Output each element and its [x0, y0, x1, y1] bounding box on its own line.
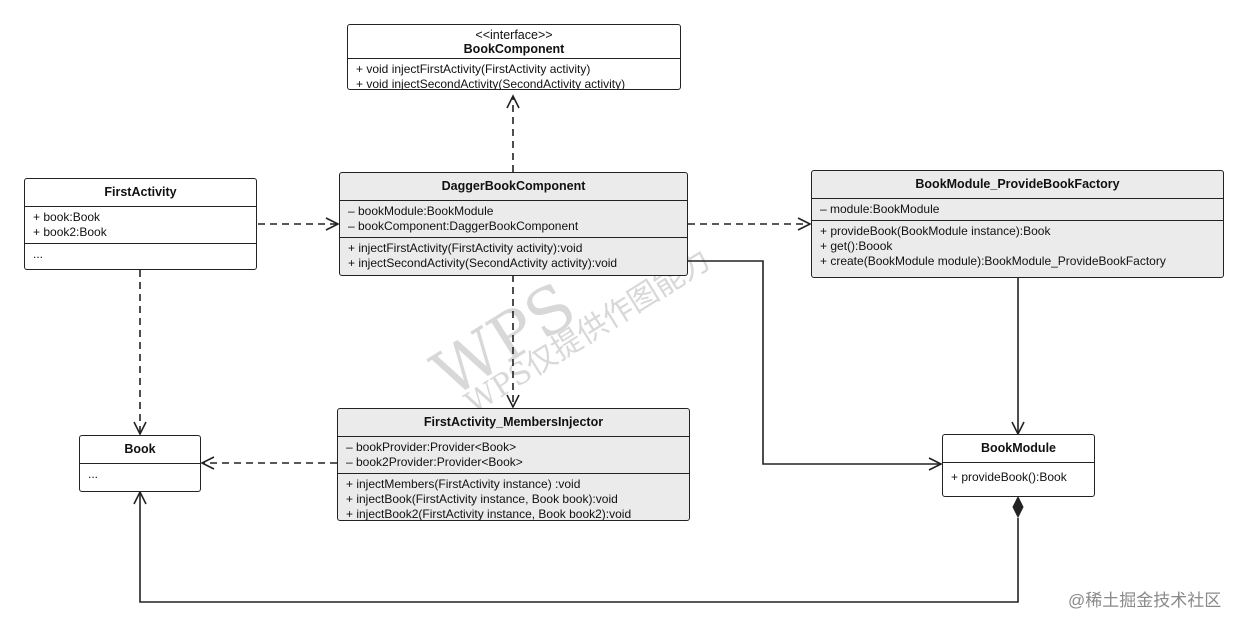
- stereotype-label: <<interface>>: [475, 28, 553, 42]
- class-header: BookModule_ProvideBookFactory: [812, 171, 1223, 199]
- method-section: ...: [25, 244, 256, 269]
- attribute-section: + book:Book + book2:Book: [25, 207, 256, 244]
- attribute-line: – bookProvider:Provider<Book>: [346, 440, 517, 454]
- class-box-book-module[interactable]: BookModule + provideBook():Book: [942, 434, 1095, 497]
- class-box-book-module-provide-book-factory[interactable]: BookModule_ProvideBookFactory – module:B…: [811, 170, 1224, 278]
- attribute-line: ...: [88, 467, 99, 481]
- edge-dagger-to-bookmodule: [688, 260, 941, 465]
- class-header: DaggerBookComponent: [340, 173, 687, 201]
- class-box-book-component[interactable]: <<interface>> BookComponent + void injec…: [347, 24, 681, 90]
- attribute-line: – bookModule:BookModule: [348, 204, 494, 218]
- attribute-section: – bookModule:BookModule – bookComponent:…: [340, 201, 687, 238]
- arrowhead-open: [797, 217, 812, 231]
- method-line: + void injectSecondActivity(SecondActivi…: [356, 77, 626, 90]
- method-line: + injectSecondActivity(SecondActivity ac…: [348, 256, 618, 270]
- class-box-first-activity[interactable]: FirstActivity + book:Book + book2:Book .…: [24, 178, 257, 270]
- class-box-book[interactable]: Book ...: [79, 435, 201, 492]
- attribute-section: – bookProvider:Provider<Book> – book2Pro…: [338, 437, 689, 474]
- attribute-line: + book:Book: [33, 210, 101, 224]
- arrowhead-open: [928, 457, 943, 471]
- method-line: + injectMembers(FirstActivity instance) …: [346, 477, 581, 491]
- method-line: + get():Boook: [820, 239, 893, 253]
- class-header: FirstActivity_MembersInjector: [338, 409, 689, 437]
- class-box-first-activity-members-injector[interactable]: FirstActivity_MembersInjector – bookProv…: [337, 408, 690, 521]
- attribute-line: – book2Provider:Provider<Book>: [346, 455, 523, 469]
- arrowhead-open: [325, 217, 340, 231]
- edge-bookmodule-composes-book: [139, 492, 1019, 603]
- attribute-section: ...: [80, 464, 200, 491]
- attribute-line: – module:BookModule: [820, 202, 940, 216]
- method-line: + create(BookModule module):BookModule_P…: [820, 254, 1166, 268]
- method-line: + provideBook():Book: [951, 470, 1067, 484]
- method-section: + injectFirstActivity(FirstActivity acti…: [340, 238, 687, 274]
- arrowhead-open: [506, 94, 520, 109]
- method-line: + provideBook(BookModule instance):Book: [820, 224, 1051, 238]
- class-header: FirstActivity: [25, 179, 256, 207]
- attribute-line: + book2:Book: [33, 225, 107, 239]
- class-header: BookModule: [943, 435, 1094, 463]
- method-section: + void injectFirstActivity(FirstActivity…: [348, 59, 680, 90]
- method-line: + injectBook2(FirstActivity instance, Bo…: [346, 507, 632, 521]
- class-header: <<interface>> BookComponent: [348, 25, 680, 59]
- arrowhead-open: [133, 490, 147, 505]
- class-header: Book: [80, 436, 200, 464]
- attribute-line: – bookComponent:DaggerBookComponent: [348, 219, 579, 233]
- class-box-dagger-book-component[interactable]: DaggerBookComponent – bookModule:BookMod…: [339, 172, 688, 276]
- arrowhead-open: [133, 421, 147, 436]
- method-line: + injectBook(FirstActivity instance, Boo…: [346, 492, 618, 506]
- method-section: + provideBook():Book: [943, 463, 1094, 488]
- watermark-text: @稀土掘金技术社区: [1068, 591, 1222, 610]
- composition-diamond: [1012, 495, 1024, 519]
- method-section: + injectMembers(FirstActivity instance) …: [338, 474, 689, 521]
- method-line: + injectFirstActivity(FirstActivity acti…: [348, 241, 583, 255]
- arrowhead-open: [506, 394, 520, 409]
- method-line: ...: [33, 247, 44, 261]
- method-section: + provideBook(BookModule instance):Book …: [812, 221, 1223, 272]
- class-name: BookComponent: [463, 42, 565, 56]
- arrowhead-open: [200, 456, 215, 470]
- method-line: + void injectFirstActivity(FirstActivity…: [356, 62, 591, 76]
- attribute-section: – module:BookModule: [812, 199, 1223, 221]
